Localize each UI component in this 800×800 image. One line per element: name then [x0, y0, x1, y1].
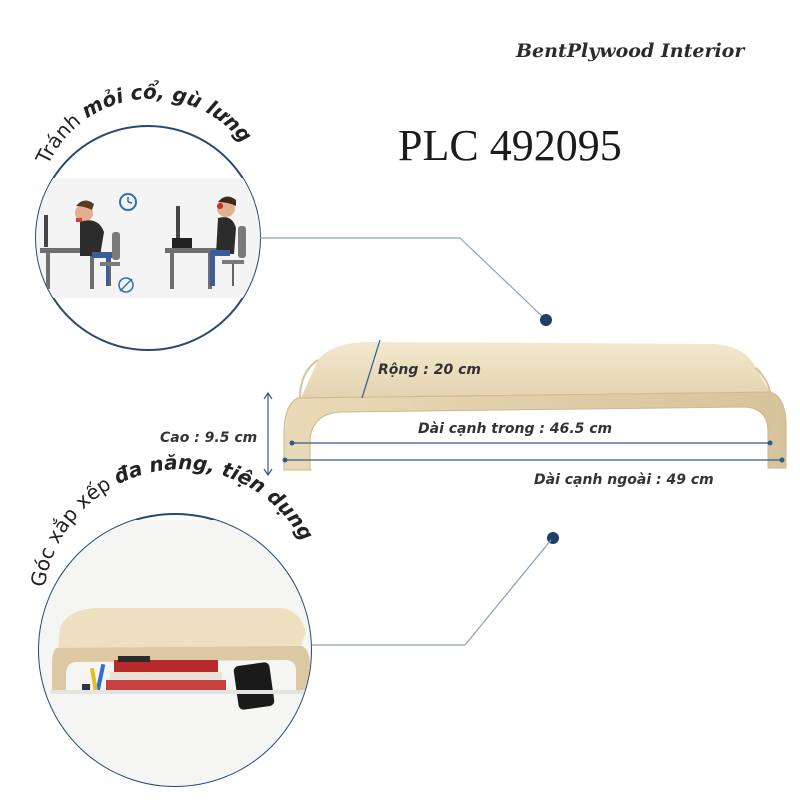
dimension-outer-length-label: Dài cạnh ngoài : 49 cm — [534, 472, 714, 488]
monitor-stand — [283, 342, 787, 471]
dimension-height-label: Cao : 9.5 cm — [160, 430, 258, 446]
dimension-inner-length-label: Dài cạnh trong : 46.5 cm — [418, 421, 613, 437]
good-posture-figure — [165, 196, 246, 289]
product-code: PLC 492095 — [398, 121, 622, 170]
connector-top — [260, 237, 552, 326]
dimension-lines — [263, 339, 785, 477]
connector-bottom — [312, 532, 559, 646]
bad-posture-figure — [40, 193, 137, 293]
brand-name: BentPlywood Interior — [516, 40, 745, 62]
connector-top-dot — [540, 314, 552, 326]
posture-circle: Tránh mỏi cổ, gù lưng — [30, 79, 261, 351]
dimension-width-label: Rộng : 20 cm — [378, 362, 481, 378]
storage-circle: Góc xắp xếp đa năng, tiện dụng — [26, 450, 319, 787]
